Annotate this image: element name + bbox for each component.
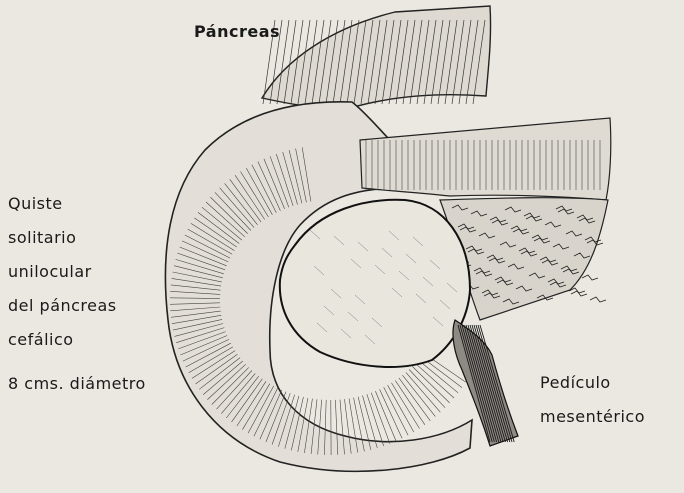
cyst-label-line-2: solitario [8,230,76,246]
cyst-label-line-1: Quiste [8,196,63,212]
cyst-label-line-4: del páncreas [8,298,117,314]
cyst-label-line-5: cefálico [8,332,74,348]
cyst-label-line-3: unilocular [8,264,92,280]
pedicle-label-line-1: Pedículo [540,375,611,391]
cyst-label-line-6: 8 cms. diámetro [8,376,146,392]
pedicle-label-line-2: mesentérico [540,409,645,425]
pancreas-label: Páncreas [194,24,280,40]
